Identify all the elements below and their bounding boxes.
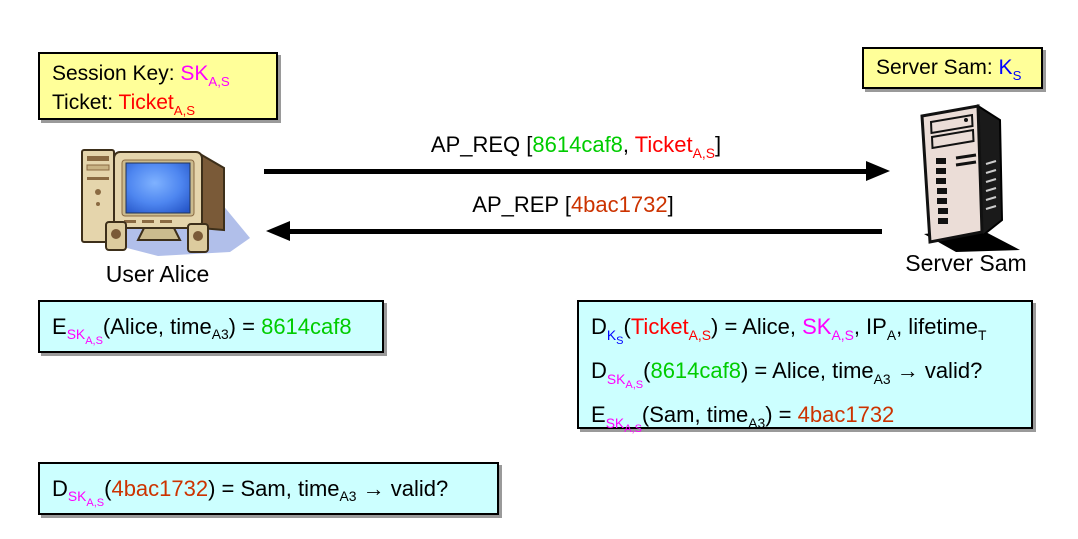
- alice-verify-box: DSKA,S(4bac1732) = Sam, timeA3 → valid?: [38, 462, 499, 515]
- arrowhead-right-icon: [866, 161, 890, 181]
- server-sam-label: Server Sam: [905, 250, 1027, 276]
- arrowhead-left-icon: [266, 221, 290, 241]
- ticket-line: Ticket: TicketA,S: [52, 91, 196, 118]
- server-sam-key-box: Server Sam: KS: [862, 47, 1043, 89]
- server-icon: [920, 104, 1020, 252]
- ap-rep-arrow: [290, 229, 882, 234]
- session-key-line: Session Key: SKA,S: [52, 62, 230, 89]
- alice-key-box: Session Key: SKA,S Ticket: TicketA,S: [38, 52, 278, 120]
- ap-rep-message-label: AP_REP [4bac1732]: [472, 192, 674, 217]
- user-alice-label: User Alice: [105, 261, 210, 287]
- sam-encrypt-reply-formula: ESKA,S(Sam, timeA3) = 4bac1732: [591, 402, 895, 436]
- sam-decrypt-ticket-formula: DKS(TicketA,S) = Alice, SKA,S, IPA, life…: [591, 314, 987, 348]
- ap-req-message-label: AP_REQ [8614caf8, TicketA,S]: [430, 132, 722, 161]
- alice-verify-formula: DSKA,S(4bac1732) = Sam, timeA3 → valid?: [52, 475, 449, 509]
- alice-encrypt-box: ESKA,S(Alice, timeA3) = 8614caf8: [38, 300, 384, 353]
- sam-decrypt-authenticator-formula: DSKA,S(8614caf8) = Alice, timeA3 → valid…: [591, 358, 983, 392]
- server-key-line: Server Sam: KS: [876, 56, 1022, 83]
- sam-process-box: DKS(TicketA,S) = Alice, SKA,S, IPA, life…: [577, 300, 1033, 435]
- computer-icon: [81, 149, 250, 256]
- alice-encrypt-formula: ESKA,S(Alice, timeA3) = 8614caf8: [52, 313, 352, 347]
- ap-req-arrow: [264, 169, 868, 174]
